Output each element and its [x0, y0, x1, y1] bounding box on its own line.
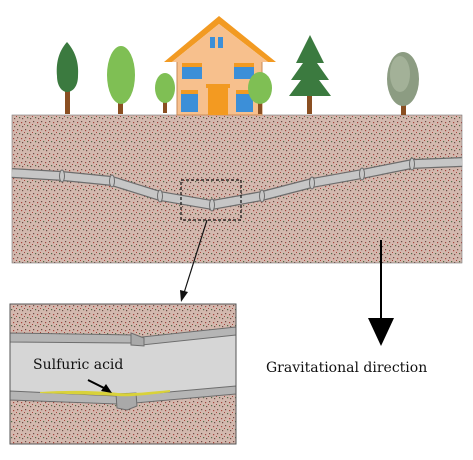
sewer-pipe	[11, 157, 463, 212]
tree-icon	[107, 46, 135, 114]
tree-icon	[248, 72, 272, 114]
sulfuric-acid-label: Sulfuric acid	[33, 357, 124, 373]
gravitational-direction-label: Gravitational direction	[266, 360, 428, 376]
acid-pointer-arrow	[87, 379, 112, 393]
acid-puddle	[40, 390, 170, 397]
pipe-joints	[59, 157, 415, 212]
pine-tree-icon	[289, 35, 331, 114]
inset-pointer-arrow	[180, 219, 208, 302]
tree-icon	[56, 42, 79, 114]
ground-soil	[11, 114, 463, 264]
arrow-down-icon	[368, 240, 394, 346]
tree-icon	[387, 52, 419, 115]
focus-box	[180, 179, 242, 221]
tree-icon	[155, 73, 175, 113]
house-icon	[164, 16, 276, 116]
inset-frame	[9, 303, 237, 445]
pipe-cross-section-inset	[10, 304, 236, 444]
